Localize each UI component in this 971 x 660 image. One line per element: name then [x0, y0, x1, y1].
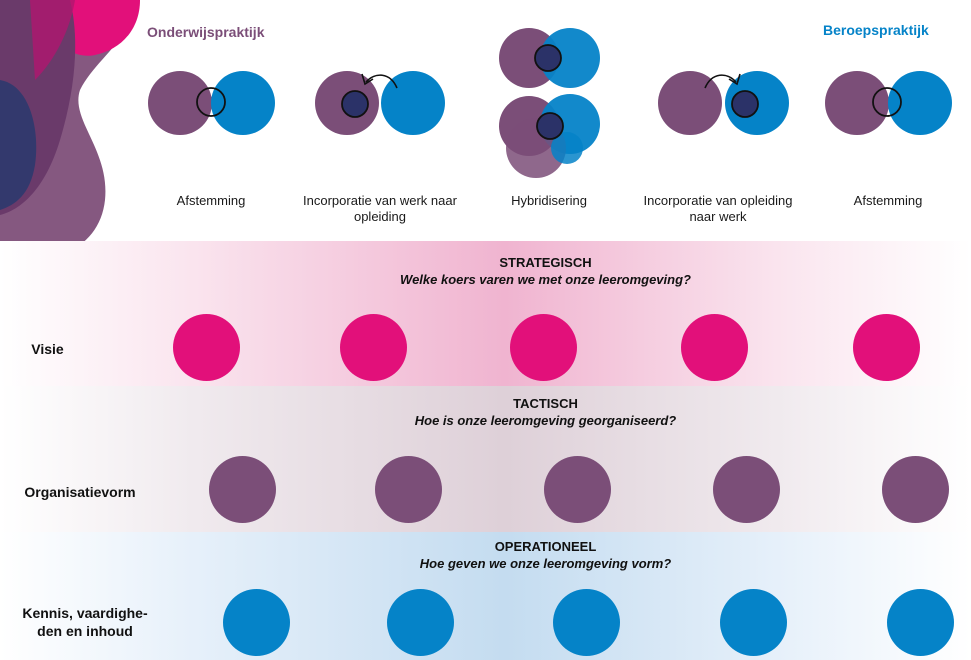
level-header-operationeel: OPERATIONEEL Hoe geven we onze leeromgev… — [0, 538, 971, 572]
level-question: Hoe is onze leeromgeving georganiseerd? — [414, 413, 677, 428]
band-strategisch — [0, 241, 971, 386]
level-title: TACTISCH — [513, 396, 578, 411]
organisatievorm-circle-1 — [209, 456, 276, 523]
level-header-tactisch: TACTISCH Hoe is onze leeromgeving georga… — [0, 395, 971, 429]
models-diagram — [148, 28, 952, 178]
visie-circle-4 — [681, 314, 748, 381]
visie-circle-1 — [173, 314, 240, 381]
band-tactisch — [0, 386, 971, 532]
model-hybridisering — [499, 28, 600, 178]
model-afstemming-left — [148, 71, 275, 135]
kennis-circle-1 — [223, 589, 290, 656]
model-label-3: Hybridisering — [511, 193, 587, 208]
kennis-circle-5 — [887, 589, 954, 656]
organisatievorm-circle-4 — [713, 456, 780, 523]
model-incorporatie-opleiding-naar-werk — [658, 71, 789, 135]
organisatievorm-circle-2 — [375, 456, 442, 523]
visie-circle-2 — [340, 314, 407, 381]
level-header-strategisch: STRATEGISCH Welke koers varen we met onz… — [0, 254, 971, 288]
model-label-1: Afstemming — [176, 193, 246, 208]
beroepspraktijk-title: Beroepspraktijk — [823, 22, 929, 38]
model-incorporatie-werk-naar-opleiding — [315, 71, 445, 135]
level-title: OPERATIONEEL — [494, 539, 597, 554]
kennis-circle-3 — [553, 589, 620, 656]
band-operationeel — [0, 532, 971, 660]
visie-circle-3 — [510, 314, 577, 381]
visie-circle-5 — [853, 314, 920, 381]
level-question: Hoe geven we onze leeromgeving vorm? — [419, 556, 672, 571]
organisatievorm-circle-3 — [544, 456, 611, 523]
level-title: STRATEGISCH — [499, 255, 592, 270]
level-question: Welke koers varen we met onze leeromgevi… — [400, 272, 691, 287]
row-label-kennis: Kennis, vaardighe-den en inhoud — [22, 605, 148, 639]
row-label-visie: Visie — [31, 341, 64, 357]
onderwijspraktijk-title: Onderwijspraktijk — [147, 24, 265, 40]
kennis-circle-2 — [387, 589, 454, 656]
decorative-blob-shapes — [0, 0, 140, 268]
row-label-organisatievorm: Organisatievorm — [24, 484, 136, 500]
kennis-circle-4 — [720, 589, 787, 656]
organisatievorm-circle-5 — [882, 456, 949, 523]
model-label-5: Afstemming — [853, 193, 923, 208]
model-label-4: Incorporatie van opleiding naar werk — [643, 193, 793, 224]
model-afstemming-right — [825, 71, 952, 135]
model-label-2: Incorporatie van werk naar opleiding — [303, 193, 457, 224]
